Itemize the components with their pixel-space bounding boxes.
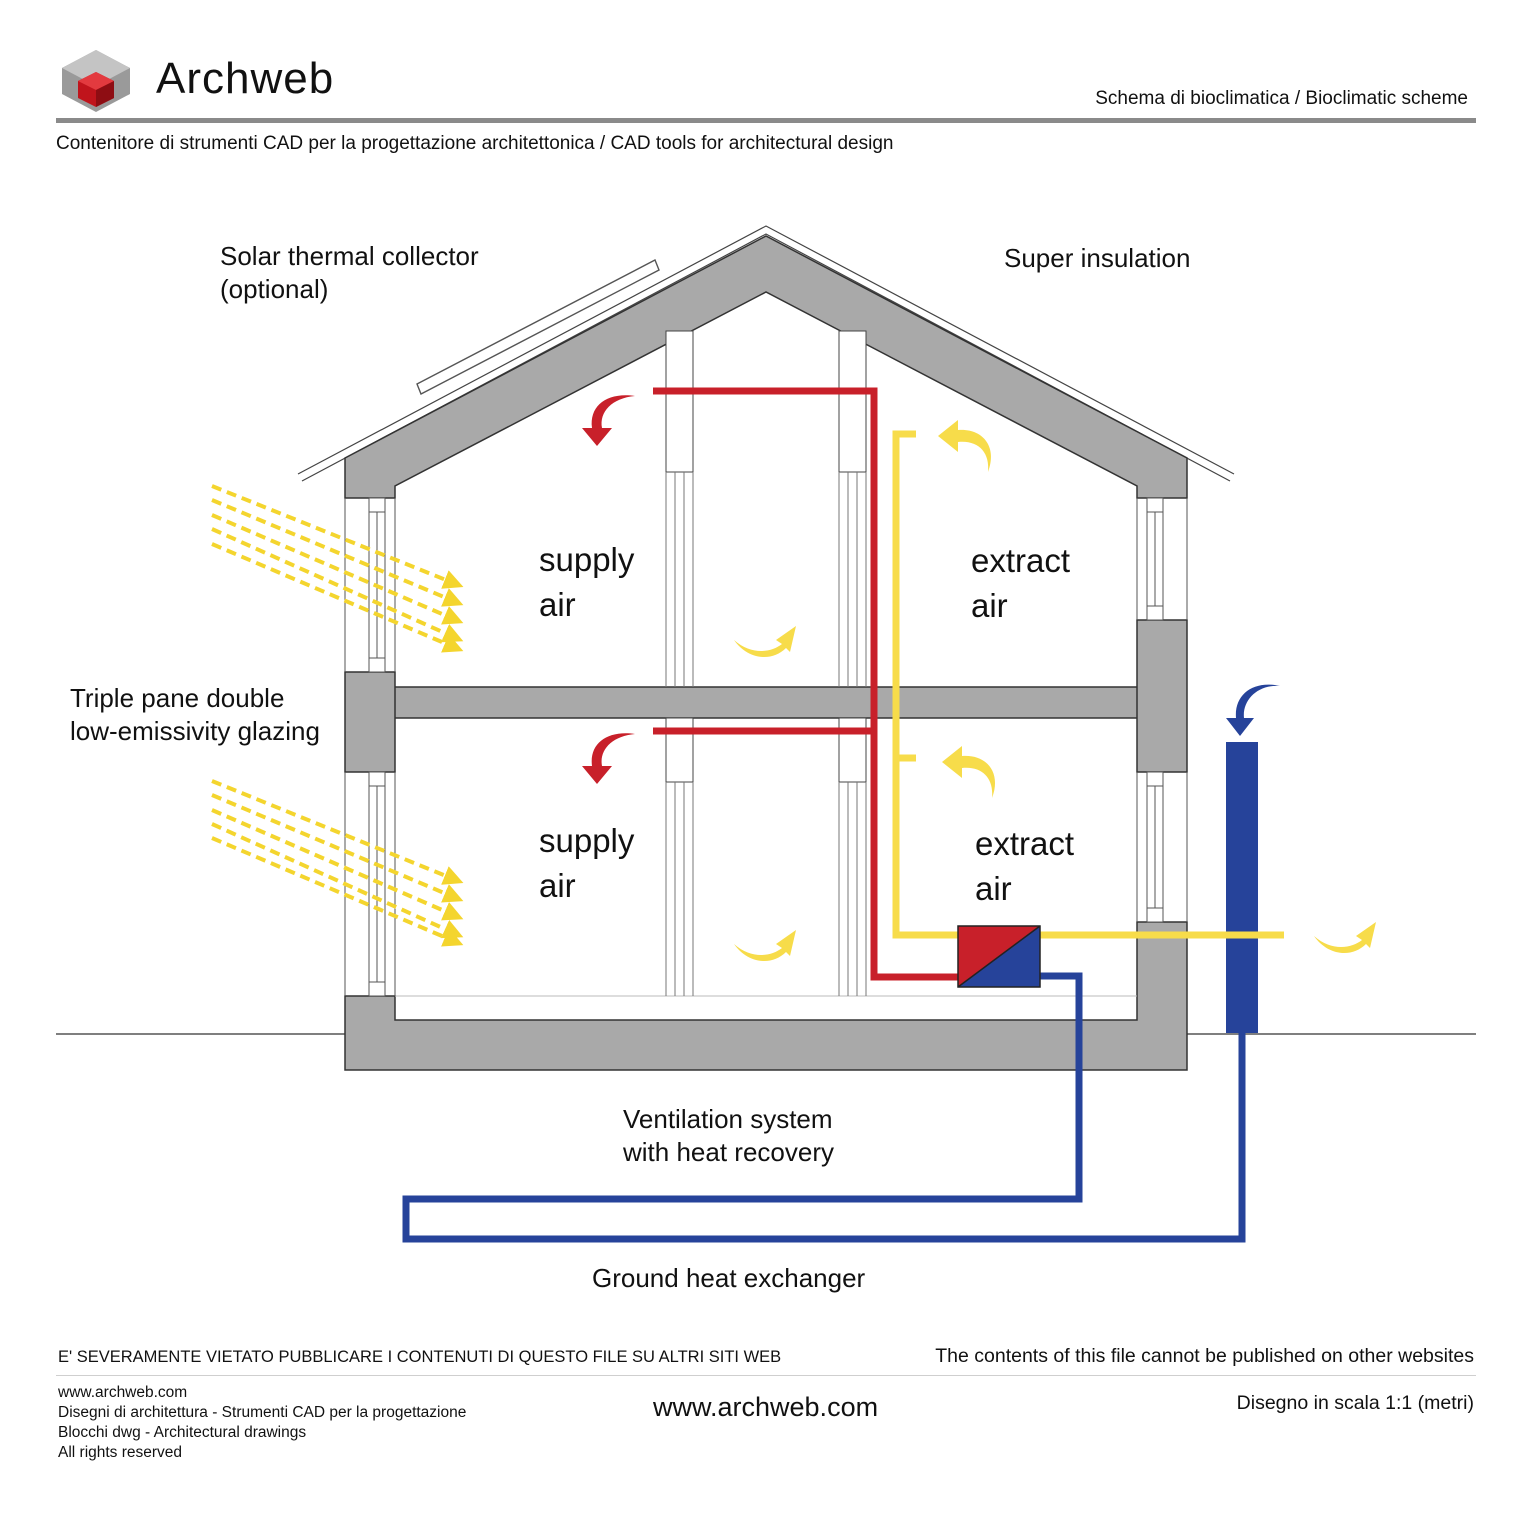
intake-arrow-icon bbox=[1226, 684, 1280, 736]
supply-arrow-icon bbox=[582, 395, 635, 784]
right-wall-block bbox=[1136, 619, 1188, 773]
ventilation-label: Ventilation system with heat recovery bbox=[623, 1104, 834, 1167]
glazing-label: Triple pane double low-emissivity glazin… bbox=[70, 683, 320, 746]
left-wall-block bbox=[344, 671, 396, 773]
header-rule bbox=[56, 118, 1476, 123]
supply-air-lower-label: supply air bbox=[539, 822, 635, 904]
air-intake-column bbox=[1226, 742, 1258, 1033]
intermediate-floor bbox=[379, 686, 1153, 719]
page-subtitle: Contenitore di strumenti CAD per la prog… bbox=[56, 133, 894, 154]
footer-warning-en: The contents of this file cannot be publ… bbox=[935, 1345, 1474, 1367]
page-title: Schema di bioclimatica / Bioclimatic sch… bbox=[1095, 88, 1468, 109]
roof-outline bbox=[297, 225, 1235, 475]
heat-recovery-unit bbox=[957, 925, 1041, 988]
solar-collector-label: Solar thermal collector (optional) bbox=[220, 241, 479, 304]
left-glazing bbox=[344, 497, 396, 997]
footer-scale: Disegno in scala 1:1 (metri) bbox=[1236, 1392, 1474, 1414]
sun-rays-lower bbox=[211, 779, 464, 947]
brand-name: Archweb bbox=[156, 54, 335, 103]
supply-air-upper-label: supply air bbox=[539, 541, 635, 623]
archweb-logo-icon bbox=[62, 50, 130, 112]
ground-duct bbox=[402, 972, 1246, 1243]
right-glazing bbox=[1136, 497, 1188, 923]
footer-credits: www.archweb.com Disegni di architettura … bbox=[58, 1384, 467, 1461]
footer-warning-it: E' SEVERAMENTE VIETATO PUBBLICARE I CONT… bbox=[58, 1348, 782, 1366]
footer-rule bbox=[56, 1375, 1476, 1376]
extract-arrow-icon bbox=[734, 420, 1376, 962]
supply-duct bbox=[653, 387, 958, 981]
extract-air-lower-label: extract air bbox=[975, 825, 1075, 907]
footer-site-link[interactable]: www.archweb.com bbox=[653, 1392, 879, 1422]
extract-duct bbox=[892, 430, 1284, 939]
ground-exchanger-label: Ground heat exchanger bbox=[592, 1263, 866, 1293]
interior-partitions bbox=[665, 330, 867, 996]
super-insulation-label: Super insulation bbox=[1004, 243, 1191, 273]
sun-rays-upper bbox=[211, 484, 464, 653]
extract-air-upper-label: extract air bbox=[971, 542, 1071, 624]
solar-collector bbox=[416, 259, 660, 395]
